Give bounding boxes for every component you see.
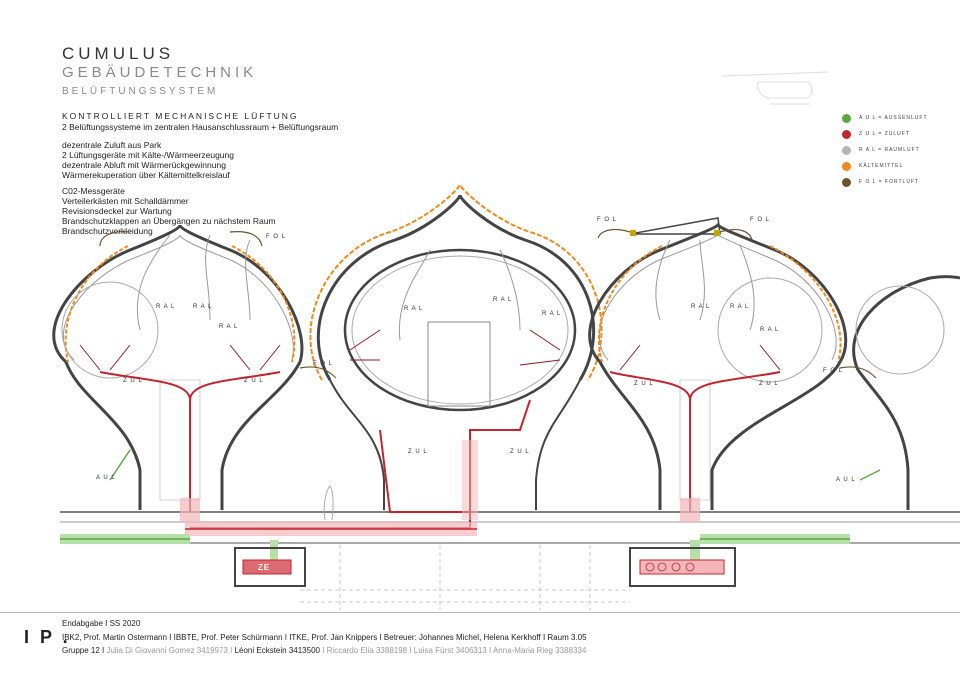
label-ral: R A L	[404, 306, 424, 312]
intro-item: 2 Lüftungsgeräte mit Kälte-/Wärmeerzeugu…	[62, 150, 234, 160]
green-dot-icon	[842, 113, 851, 123]
label-aul: A U L	[96, 475, 116, 481]
intro-group-1: dezentrale Zuluft aus Park 2 Lüftungsger…	[62, 140, 234, 180]
intro-item: Verteilerkästen mit Schalldämmer	[62, 196, 189, 206]
label-fol: F O L	[266, 234, 287, 240]
label-ze: ZE	[258, 563, 271, 572]
label-aul: A U L	[836, 477, 856, 483]
label-fol: F O L	[313, 361, 334, 367]
label-ral: R A L	[542, 311, 562, 317]
label-zul: Z U L	[759, 381, 779, 387]
legend-item: A U L = AUSSENLUFT	[842, 110, 928, 126]
label-ral: R A L	[760, 327, 780, 333]
intro-line: 2 Belüftungssysteme im zentralen Hausans…	[62, 122, 339, 132]
brown-dot-icon	[842, 177, 851, 187]
footer-line-2: IBK2, Prof. Martin Ostermann I IBBTE, Pr…	[62, 633, 587, 642]
label-fol: F O L	[823, 368, 844, 374]
legend-item: KÄLTEMITTEL	[842, 158, 928, 174]
legend-item: R A L = RAUMLUFT	[842, 142, 928, 158]
label-zul: Z U L	[123, 378, 143, 384]
legend-item: F O L = FORTLUFT	[842, 174, 928, 190]
ventilation-section-drawing	[52, 182, 960, 610]
page-subtitle: GEBÄUDETECHNIK	[62, 64, 258, 81]
label-zul: Z U L	[634, 381, 654, 387]
grey-dot-icon	[842, 145, 851, 155]
label-ral: R A L	[219, 324, 239, 330]
label-ral: R A L	[691, 304, 711, 310]
label-zul: Z U L	[510, 449, 530, 455]
intro-item: Brandschutzverkleidung	[62, 226, 153, 236]
label-ral: R A L	[193, 304, 213, 310]
label-fol: F O L	[597, 217, 618, 223]
legend-item: Z U L = ZULUFT	[842, 126, 928, 142]
intro-group-2: C02-Messgeräte Verteilerkästen mit Schal…	[62, 186, 276, 236]
intro-item: dezentrale Abluft mit Wärmerückgewinnung	[62, 160, 226, 170]
label-zul: Z U L	[244, 378, 264, 384]
member: Julia Di Giovanni Gomez 3419973 I	[106, 646, 235, 655]
footer-divider	[0, 612, 960, 613]
left-dome-shell	[52, 224, 304, 364]
page-subsubtitle: BELÜFTUNGSSYSTEM	[62, 86, 219, 97]
label-ral: R A L	[493, 297, 513, 303]
member-highlight: Léoni Eckstein 3413500	[234, 646, 323, 655]
label-fol: F O L	[750, 217, 771, 223]
intro-item: dezentrale Zuluft aus Park	[62, 140, 162, 150]
section-heading: KONTROLLIERT MECHANISCHE LÜFTUNG	[62, 111, 299, 121]
intro-item: Wärmerekuperation über Kältemittelkreisl…	[62, 170, 230, 180]
intro-item: Brandschutzklappen an Übergängen zu näch…	[62, 216, 276, 226]
ip-logo: I P .	[24, 627, 71, 647]
label-ral: R A L	[156, 304, 176, 310]
legend: A U L = AUSSENLUFT Z U L = ZULUFT R A L …	[842, 110, 928, 190]
group-label: Gruppe 12 I	[62, 646, 107, 655]
orange-dot-icon	[842, 161, 851, 171]
footer-line-3: Gruppe 12 I Julia Di Giovanni Gomez 3419…	[62, 646, 586, 655]
intro-item: Revisionsdeckel zur Wartung	[62, 206, 172, 216]
helicopter-sketch-icon	[721, 71, 829, 105]
page-title: CUMULUS	[62, 44, 175, 63]
red-dot-icon	[842, 129, 851, 139]
label-zul: Z U L	[408, 449, 428, 455]
intro-item: C02-Messgeräte	[62, 186, 125, 196]
label-ral: R A L	[730, 304, 750, 310]
members: I Riccardo Elia 3388198 I Luisa Fürst 34…	[322, 646, 587, 655]
footer-line-1: Endabgabe I SS 2020	[62, 619, 141, 628]
